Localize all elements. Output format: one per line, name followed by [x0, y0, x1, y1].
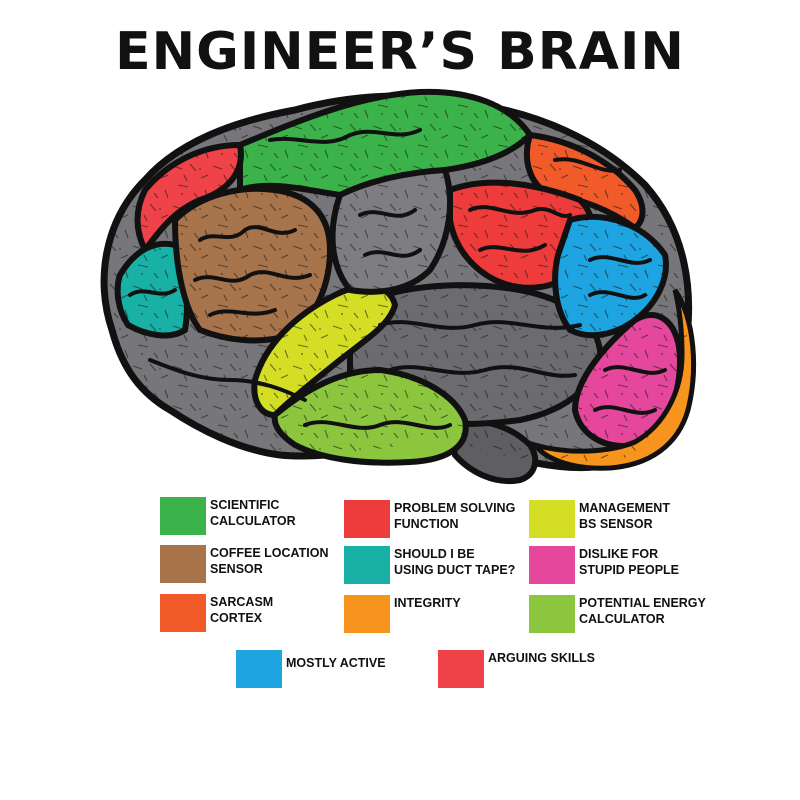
legend-swatch [160, 545, 206, 583]
legend-label: ARGUING SKILLS [488, 651, 595, 665]
legend-swatch [344, 500, 390, 538]
legend-swatch [529, 546, 575, 584]
legend-label: MOSTLY ACTIVE [286, 656, 386, 670]
legend-swatch [344, 546, 390, 584]
legend-swatch [529, 500, 575, 538]
legend-swatch [160, 497, 206, 535]
brain-illustration [100, 88, 697, 485]
legend-swatch [236, 650, 282, 688]
legend-swatch [438, 650, 484, 688]
legend-swatch [529, 595, 575, 633]
legend-label: INTEGRITY [394, 596, 461, 610]
legend-swatch [344, 595, 390, 633]
page-title: ENGINEER’S BRAIN [115, 22, 685, 82]
legend-swatch [160, 594, 206, 632]
